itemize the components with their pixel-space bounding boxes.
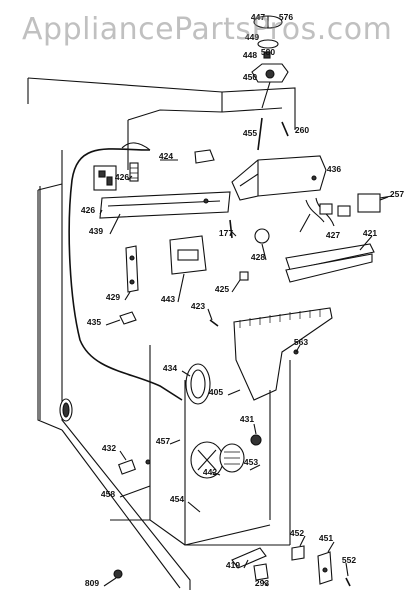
part-429-bracket [125, 245, 139, 293]
part-label-453: 453 [244, 457, 258, 467]
part-label-450: 450 [243, 72, 257, 82]
tube-260 [281, 121, 289, 137]
part-425-clip [239, 271, 249, 281]
part-451-bracket [317, 551, 333, 585]
part-424 [194, 149, 215, 164]
part-label-405: 405 [209, 387, 223, 397]
screw-423 [209, 319, 219, 327]
part-label-451: 451 [319, 533, 333, 543]
screw-177 [229, 219, 233, 239]
part-label-432: 432 [102, 443, 116, 453]
part-label-442: 442 [203, 467, 217, 477]
part-439-rail [99, 191, 231, 219]
part-label-436: 436 [327, 164, 341, 174]
part-809-screw [113, 569, 123, 579]
part-label-419: 419 [226, 560, 240, 570]
part-label-434: 434 [163, 363, 177, 373]
part-428-sensor [254, 228, 270, 244]
part-442-fan-motor [190, 441, 245, 479]
part-label-576: 576 [279, 12, 293, 22]
part-label-458: 458 [101, 489, 115, 499]
part-label-424: 424 [159, 151, 173, 161]
part-label-423: 423 [191, 301, 205, 311]
leader-lines [99, 159, 389, 587]
part-label-431: 431 [240, 414, 254, 424]
part-label-429: 429 [106, 292, 120, 302]
part-label-455: 455 [243, 128, 257, 138]
part-label-563: 563 [294, 337, 308, 347]
part-434-duct [185, 363, 211, 405]
part-label-452: 452 [290, 528, 304, 538]
part-432-tube [118, 459, 151, 475]
part-label-293: 293 [255, 578, 269, 588]
part-293-clip [253, 563, 269, 581]
part-label-428: 428 [251, 252, 265, 262]
part-426-upper [129, 162, 139, 182]
part-label-421: 421 [363, 228, 377, 238]
fan-assembly-top [251, 15, 289, 109]
part-label-443: 443 [161, 294, 175, 304]
part-label-427: 427 [326, 230, 340, 240]
screw-552 [345, 577, 351, 587]
part-label-552: 552 [342, 555, 356, 565]
part-452-bracket [291, 545, 305, 561]
part-label-449: 449 [245, 32, 259, 42]
part-label-457: 457 [156, 436, 170, 446]
part-405-cover [233, 307, 333, 401]
part-label-439: 439 [89, 226, 103, 236]
part-427-relay [299, 197, 351, 233]
part-426-lower [93, 165, 117, 191]
part-label-809: 809 [85, 578, 99, 588]
part-label-447: 447 [251, 12, 265, 22]
part-label-580: 580 [261, 47, 275, 57]
part-label-435: 435 [87, 317, 101, 327]
drain-oval-inner [62, 402, 70, 418]
part-435-clip [119, 311, 137, 325]
part-label-177: 177 [219, 228, 233, 238]
part-431-grommet [250, 434, 262, 446]
part-443-housing [169, 235, 207, 275]
part-label-425: 425 [215, 284, 229, 294]
part-436-housing [231, 155, 327, 201]
part-label-260: 260 [295, 125, 309, 135]
part-label-454: 454 [170, 494, 184, 504]
tube-455 [257, 117, 263, 151]
cabinet-outline [27, 77, 296, 590]
part-421-bar [285, 243, 375, 283]
part-419-bracket [231, 547, 267, 569]
part-number-labels: 447 576 449 448 580 450 455 260 424 436 426 426 257 4… [81, 12, 404, 588]
part-label-426: 426 [115, 172, 129, 182]
part-257-timer [357, 193, 393, 213]
part-label-448: 448 [243, 50, 257, 60]
part-label-426: 426 [81, 205, 95, 215]
part-label-257: 257 [390, 189, 404, 199]
